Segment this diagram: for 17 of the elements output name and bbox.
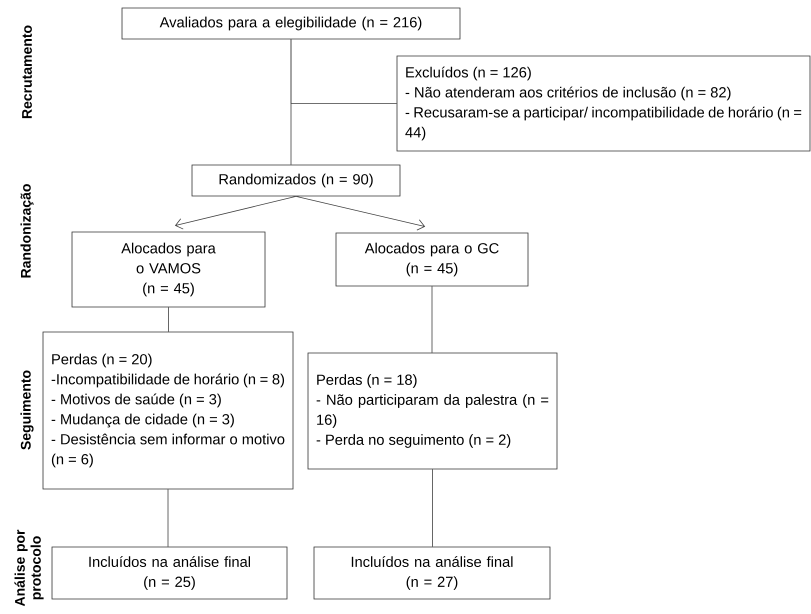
- flow-box: Incluídos na análise final (n = 25): [52, 546, 288, 600]
- connector-line: [432, 469, 433, 547]
- section-label: Randonização: [20, 184, 34, 278]
- section-label: Análise por protocolo: [14, 530, 44, 606]
- flow-box: Incluídos na análise final (n = 27): [314, 546, 550, 600]
- flow-box: Excluídos (n = 126) - Não atenderam aos critérios de inclusão (n = 82) - Recusaram-se a participar/ incompatibilidade de horário (n = 44): [396, 56, 810, 152]
- arrow: [296, 196, 426, 231]
- flow-box: Perdas (n = 20) -Incompatibilidade de horário (n = 8) - Motivos de saúde (n = 3) - Mudança de cidade (n = 3) - Desistência sem informar o motivo (n = 6): [42, 332, 294, 490]
- arrow: [174, 196, 296, 230]
- flow-box: Randomizados (n = 90): [192, 164, 400, 196]
- flow-box: Alocados para o VAMOS (n = 45): [72, 232, 266, 308]
- flow-box: Alocados para o GC (n = 45): [336, 232, 528, 286]
- connector-line: [168, 307, 169, 332]
- flow-box: Perdas (n = 18) - Não participaram da palestra (n = 16) - Perda no seguimento (n = 2): [308, 352, 558, 470]
- section-label: Recrutamento: [22, 26, 32, 118]
- connector-line: [290, 39, 397, 104]
- flow-box: Avaliados para a elegibilidade (n = 216): [122, 8, 460, 40]
